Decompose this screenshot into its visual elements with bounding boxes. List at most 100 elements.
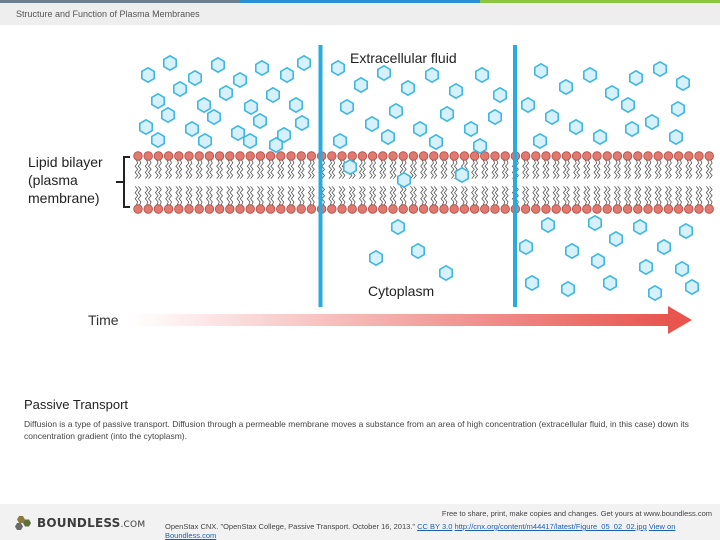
lipid-head	[143, 151, 153, 161]
lipid-tail	[420, 159, 424, 179]
lipid-tail	[698, 159, 703, 179]
solute-molecule	[173, 80, 187, 98]
lipid-tail	[433, 186, 438, 206]
lipid-head	[551, 151, 561, 161]
lipid-head	[551, 204, 561, 214]
lipid-bilayer-label-line2: (plasma	[28, 172, 78, 188]
lipid-head	[378, 151, 388, 161]
lipid-tail	[555, 186, 560, 206]
lipid-head	[174, 204, 184, 214]
lipid-head	[265, 151, 276, 161]
solute-molecule	[620, 96, 636, 114]
lipid-tail	[644, 186, 649, 206]
lipid-head	[449, 204, 459, 214]
lipid-head	[663, 204, 674, 214]
lipid-head	[204, 204, 215, 214]
lipid-tail	[532, 186, 537, 206]
lipid-head	[153, 151, 164, 161]
lipid-tail	[606, 186, 611, 206]
lipid-tail	[297, 159, 302, 179]
solute-molecule	[532, 132, 548, 150]
lipid-tail	[491, 186, 496, 206]
solute-molecule	[296, 54, 312, 72]
lipid-tail	[307, 159, 312, 179]
lipid-tail	[606, 159, 611, 179]
solute-molecule	[219, 84, 233, 102]
solute-molecule	[353, 76, 369, 94]
lipid-head	[469, 151, 480, 161]
diffusion-diagram: Extracellular fluid Cytoplasm Lipid bila…	[28, 45, 714, 334]
lipid-tail	[205, 159, 210, 179]
lipid-tail	[331, 159, 336, 179]
lipid-head	[214, 151, 225, 161]
solute-molecule	[207, 108, 221, 126]
lipid-head	[622, 204, 633, 214]
lipid-tail	[450, 186, 455, 206]
lipid-tail	[236, 186, 241, 206]
solute-molecule	[628, 69, 644, 87]
lipid-head	[418, 151, 429, 161]
solute-molecule	[590, 252, 606, 270]
lipid-head	[429, 204, 439, 214]
solute-molecule	[675, 74, 691, 92]
lipid-tail	[617, 186, 621, 206]
lipid-tail	[481, 159, 486, 179]
lipid-head	[622, 151, 633, 161]
lipid-tail	[154, 159, 159, 179]
lipid-tail	[705, 159, 710, 179]
solute-molecule	[330, 59, 346, 77]
lipid-tail	[399, 186, 404, 206]
solute-molecule	[568, 118, 584, 136]
accent-segment-blue	[240, 0, 480, 3]
lipid-tail	[654, 159, 659, 179]
lipid-tail	[501, 159, 506, 179]
time-label: Time	[88, 312, 119, 328]
lipid-tail	[542, 186, 547, 206]
boundless-logo[interactable]: BOUNDLESS.COM	[14, 515, 145, 531]
lipid-tail	[413, 159, 417, 179]
lipid-tail	[165, 159, 169, 179]
lipid-head	[520, 204, 531, 214]
view-on-boundless-link[interactable]: View on Boundless.com	[165, 522, 676, 540]
solute-molecule	[139, 118, 153, 136]
lipid-tail	[494, 159, 499, 179]
time-divider-2	[513, 45, 517, 307]
source-link[interactable]: http://cnx.org/content/m44417/latest/Fig…	[454, 522, 647, 531]
lipid-tail	[637, 159, 642, 179]
lipid-head	[388, 204, 398, 214]
solute-molecule	[141, 66, 155, 84]
boundless-logo-text: BOUNDLESS.COM	[37, 516, 146, 530]
lipid-tail	[627, 186, 632, 206]
solute-molecule	[380, 128, 396, 146]
lipid-head	[643, 204, 653, 214]
lipid-head	[633, 204, 643, 214]
lipid-tail	[532, 159, 537, 179]
lipid-tail	[484, 186, 489, 206]
lipid-tail	[573, 186, 577, 206]
lipid-tail	[471, 159, 475, 179]
solute-molecule	[647, 284, 663, 302]
solute-molecule	[368, 249, 384, 267]
lipid-tail	[297, 186, 302, 206]
time-arrow-shaft	[130, 314, 670, 326]
lipid-tail	[158, 159, 162, 179]
lipid-tail	[453, 186, 458, 206]
lipid-head	[337, 204, 347, 214]
solute-molecule	[463, 120, 479, 138]
solute-molecule	[412, 120, 428, 138]
lipid-tail	[413, 186, 417, 206]
lipid-head	[592, 204, 602, 214]
lipid-tail	[494, 186, 499, 206]
lipid-head	[235, 204, 245, 214]
lipid-tail	[270, 186, 275, 206]
license-link[interactable]: CC BY 3.0	[417, 522, 453, 531]
solute-molecule	[518, 238, 534, 256]
lipid-tail	[154, 186, 159, 206]
lipid-head	[276, 204, 286, 214]
lipid-tail	[389, 186, 394, 206]
lipid-tail	[545, 159, 550, 179]
lipid-head	[306, 204, 317, 214]
solute-molecule	[244, 98, 259, 116]
lipid-head	[592, 151, 602, 161]
lipid-tail	[195, 159, 200, 179]
